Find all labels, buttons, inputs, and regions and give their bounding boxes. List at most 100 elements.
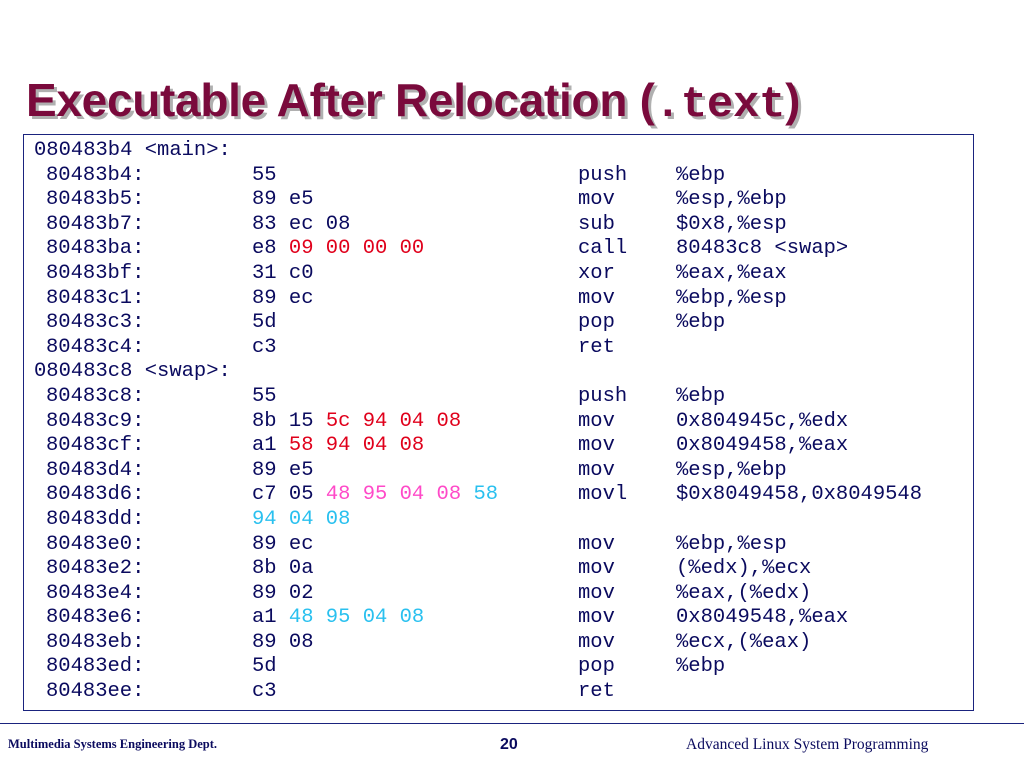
relocated-bytes: 48 95 04 08 bbox=[288, 606, 425, 630]
opcode-bytes: a1 bbox=[252, 434, 289, 458]
instruction-operands: 0x8049458,%eax bbox=[676, 434, 849, 458]
opcode-bytes: c7 05 bbox=[252, 483, 326, 507]
instruction-address: 80483e0: bbox=[46, 532, 145, 556]
instruction-address: 80483c4: bbox=[46, 335, 145, 359]
opcode-bytes: e8 bbox=[252, 237, 289, 261]
instruction-address: 80483ed: bbox=[46, 655, 145, 679]
instruction-operands: %ebp bbox=[676, 163, 726, 187]
opcode-bytes: 55 bbox=[252, 384, 277, 408]
footer-department: Multimedia Systems Engineering Dept. bbox=[8, 737, 218, 751]
instruction-bytes: a1 58 94 04 08 bbox=[252, 434, 424, 459]
instruction-address: 80483ba: bbox=[46, 237, 145, 261]
instruction-address: 80483bf: bbox=[46, 261, 145, 285]
instruction-bytes: e8 09 00 00 00 bbox=[252, 237, 424, 262]
instruction-address: 80483b5: bbox=[46, 188, 145, 212]
instruction-operands: %esp,%ebp bbox=[676, 188, 787, 212]
opcode-bytes: 5d bbox=[252, 311, 277, 335]
slide-title-prefix: Executable After Relocation ( bbox=[26, 74, 655, 126]
instruction-mnemonic: movl bbox=[578, 483, 628, 507]
instruction-mnemonic: mov bbox=[578, 409, 615, 433]
instruction-bytes: c3 bbox=[252, 680, 277, 705]
instruction-mnemonic: sub bbox=[578, 212, 615, 236]
opcode-bytes: c3 bbox=[252, 680, 277, 704]
opcode-bytes: 31 c0 bbox=[252, 261, 314, 285]
instruction-bytes: 89 02 bbox=[252, 582, 314, 607]
instruction-operands: %ecx,(%eax) bbox=[676, 630, 812, 654]
instruction-bytes: 5d bbox=[252, 311, 277, 336]
instruction-bytes: a1 48 95 04 08 bbox=[252, 606, 424, 631]
instruction-operands: %ebp,%esp bbox=[676, 286, 787, 310]
instruction-operands: 0x8049548,%eax bbox=[676, 606, 849, 630]
opcode-bytes: 89 ec bbox=[252, 532, 314, 556]
instruction-operands: %ebp bbox=[676, 384, 726, 408]
instruction-address: 80483ee: bbox=[46, 680, 145, 704]
opcode-bytes: 8b 0a bbox=[252, 557, 314, 581]
instruction-bytes: 83 ec 08 bbox=[252, 213, 350, 238]
instruction-mnemonic: mov bbox=[578, 532, 615, 556]
instruction-address: 80483d4: bbox=[46, 458, 145, 482]
instruction-operands: $0x8049458,0x8049548 bbox=[676, 483, 923, 507]
instruction-bytes: 94 04 08 bbox=[252, 508, 350, 533]
opcode-bytes: c3 bbox=[252, 335, 277, 359]
instruction-bytes: 89 e5 bbox=[252, 188, 314, 213]
instruction-address: 80483e2: bbox=[46, 557, 145, 581]
instruction-mnemonic: pop bbox=[578, 311, 615, 335]
instruction-bytes: 8b 15 5c 94 04 08 bbox=[252, 410, 461, 435]
relocated-bytes: 58 94 04 08 bbox=[288, 434, 425, 458]
instruction-bytes: c3 bbox=[252, 336, 277, 361]
instruction-bytes: 8b 0a bbox=[252, 557, 314, 582]
instruction-address: 80483dd: bbox=[46, 507, 145, 531]
instruction-operands: 80483c8 <swap> bbox=[676, 237, 849, 261]
opcode-bytes: 89 02 bbox=[252, 581, 314, 605]
instruction-address: 80483c9: bbox=[46, 409, 145, 433]
relocated-bytes: 5c 94 04 08 bbox=[325, 409, 462, 433]
instruction-operands: %ebp bbox=[676, 311, 726, 335]
instruction-address: 80483d6: bbox=[46, 483, 145, 507]
instruction-operands: %eax,%eax bbox=[676, 261, 787, 285]
slide-title: Executable After Relocation (.text) bbox=[26, 72, 801, 133]
instruction-operands: %ebp bbox=[676, 655, 726, 679]
instruction-operands: %esp,%ebp bbox=[676, 458, 787, 482]
instruction-mnemonic: push bbox=[578, 384, 628, 408]
instruction-mnemonic: mov bbox=[578, 557, 615, 581]
footer-course-title: Advanced Linux System Programming bbox=[686, 736, 929, 753]
opcode-bytes: 89 ec bbox=[252, 286, 314, 310]
instruction-bytes: 89 08 bbox=[252, 631, 314, 656]
opcode-bytes: 8b 15 bbox=[252, 409, 326, 433]
instruction-mnemonic: push bbox=[578, 163, 628, 187]
instruction-bytes: 31 c0 bbox=[252, 262, 314, 287]
instruction-bytes: 55 bbox=[252, 385, 277, 410]
instruction-address: 80483e6: bbox=[46, 606, 145, 630]
instruction-address: 80483eb: bbox=[46, 630, 145, 654]
instruction-bytes: 5d bbox=[252, 655, 277, 680]
instruction-address: 80483c3: bbox=[46, 311, 145, 335]
instruction-address: 80483b7: bbox=[46, 212, 145, 236]
instruction-mnemonic: xor bbox=[578, 261, 615, 285]
instruction-address: 80483e4: bbox=[46, 581, 145, 605]
instruction-address: 80483cf: bbox=[46, 434, 145, 458]
opcode-bytes: 83 ec 08 bbox=[252, 212, 351, 236]
instruction-mnemonic: mov bbox=[578, 434, 615, 458]
relocated-bytes: 94 04 08 bbox=[252, 507, 351, 531]
instruction-mnemonic: mov bbox=[578, 630, 615, 654]
opcode-bytes: 89 e5 bbox=[252, 458, 314, 482]
relocated-bytes: 48 95 04 08 bbox=[325, 483, 474, 507]
instruction-address: 80483c1: bbox=[46, 286, 145, 310]
instruction-operands: (%edx),%ecx bbox=[676, 557, 812, 581]
instruction-mnemonic: mov bbox=[578, 581, 615, 605]
instruction-bytes: 89 e5 bbox=[252, 459, 314, 484]
opcode-bytes: a1 bbox=[252, 606, 289, 630]
function-label: 080483b4 <main>: bbox=[34, 139, 231, 162]
page-number: 20 bbox=[500, 736, 518, 753]
instruction-mnemonic: mov bbox=[578, 188, 615, 212]
slide-title-section-name: .text bbox=[654, 80, 786, 130]
instruction-operands: %eax,(%edx) bbox=[676, 581, 812, 605]
instruction-operands: $0x8,%esp bbox=[676, 212, 787, 236]
instruction-mnemonic: mov bbox=[578, 286, 615, 310]
instruction-mnemonic: mov bbox=[578, 606, 615, 630]
instruction-operands: 0x804945c,%edx bbox=[676, 409, 849, 433]
instruction-bytes: 55 bbox=[252, 164, 277, 189]
relocated-bytes: 09 00 00 00 bbox=[288, 237, 425, 261]
relocated-bytes: 58 bbox=[473, 483, 499, 507]
